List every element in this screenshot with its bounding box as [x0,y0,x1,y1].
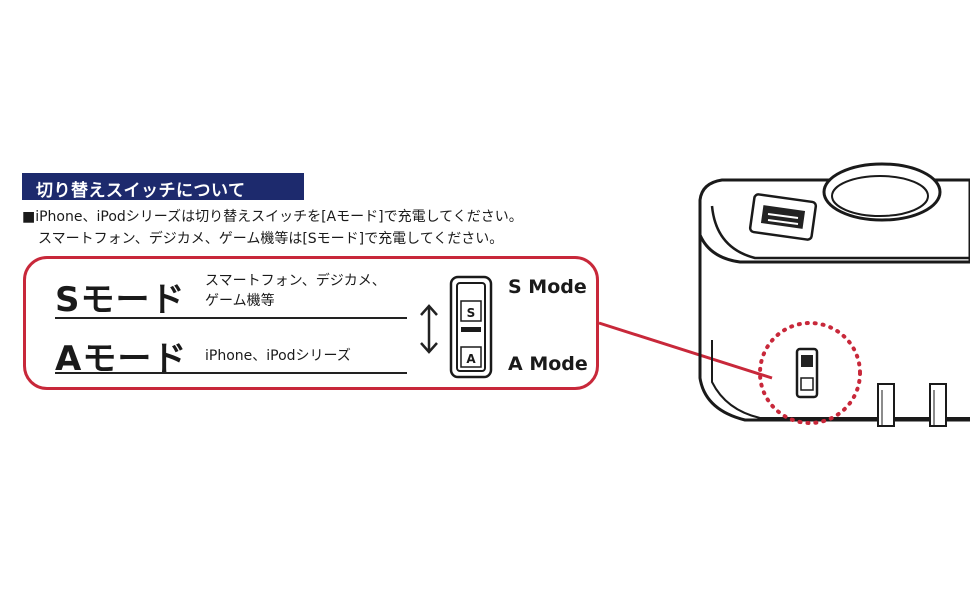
highlight-circle [758,321,862,425]
switch-letter-s: S [467,306,476,320]
section-header: 切り替えスイッチについて [22,173,304,201]
a-mode-label: A Mode [508,353,588,375]
section-title: 切り替えスイッチについて [36,181,246,201]
s-mode-underline [55,317,407,319]
callout-line [598,321,773,380]
note-iphone: ■iPhone、iPodシリーズは切り替えスイッチを[Aモード]で充電してくださ… [22,209,523,225]
s-mode-title: Sモード [55,280,186,320]
a-mode-desc: iPhone、iPodシリーズ [205,348,351,364]
s-mode-desc-line2: ゲーム機等 [205,293,275,309]
mode-panel [23,256,599,390]
note-smartphone: スマートフォン、デジカメ、ゲーム機等は[Sモード]で充電してください。 [38,231,504,247]
s-mode-desc-line1: スマートフォン、デジカメ、 [205,273,386,289]
up-down-arrow-icon [420,304,438,354]
charger-illustration [598,162,970,427]
switch-letter-a: A [466,352,476,366]
s-mode-label: S Mode [508,276,587,298]
a-mode-underline [55,372,407,374]
slide-switch-icon: S A [449,275,493,379]
